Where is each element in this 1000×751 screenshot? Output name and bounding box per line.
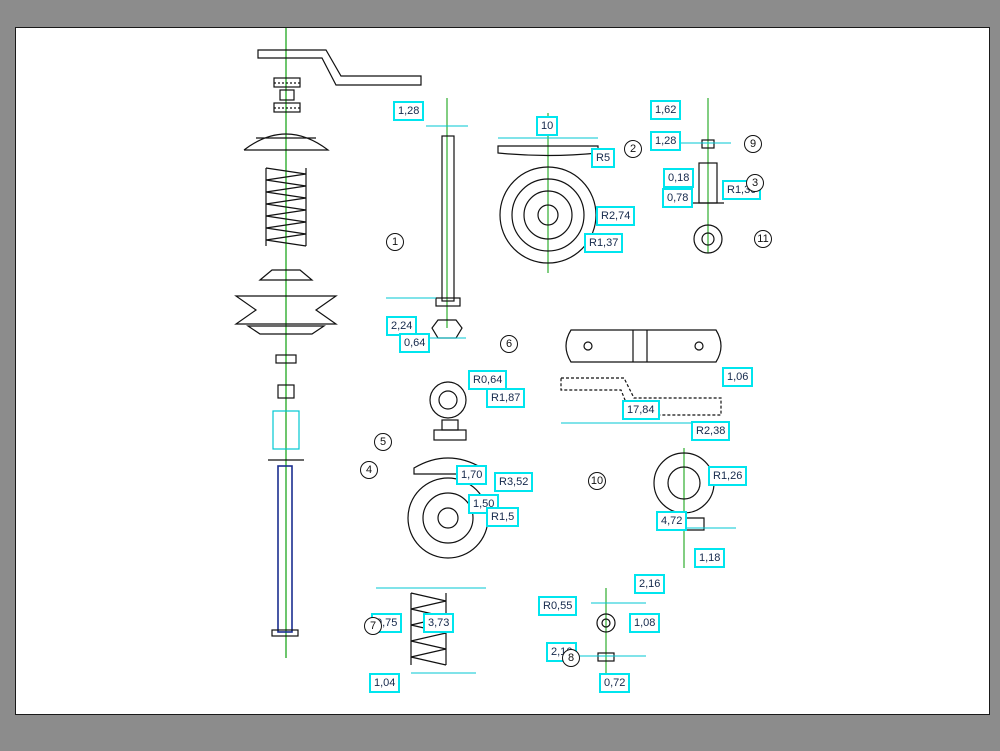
dim-r1-87: R1,87 — [486, 388, 526, 408]
dim-0-78: 0,78 — [662, 188, 694, 208]
upper-cup — [243, 133, 330, 151]
top-bracket — [257, 49, 422, 86]
lower-cup — [258, 269, 314, 281]
drawing-sheet: 1,28 10 R5 R2,74 R1,37 1,62 1,28 R1,30 0… — [15, 27, 990, 715]
dim-3-73: 3,73 — [423, 613, 455, 633]
dim-r0-64: R0,64 — [468, 370, 508, 390]
dim-r1-5: R1,5 — [486, 507, 520, 527]
balloon-2: 2 — [624, 140, 642, 158]
dim-r0-55: R0,55 — [538, 596, 578, 616]
dim-4-72: 4,72 — [656, 511, 688, 531]
dim-2-16-a: 2,16 — [634, 574, 666, 594]
shaft — [277, 465, 293, 633]
balloon-4: 4 — [360, 461, 378, 479]
pulley-wheel — [234, 295, 338, 335]
part-6-link-bar — [560, 329, 722, 416]
dim-r1-26: R1,26 — [708, 466, 748, 486]
dim-17-84: 17,84 — [622, 400, 660, 420]
balloon-7: 7 — [364, 617, 382, 635]
dim-0-72: 0,72 — [599, 673, 631, 693]
dim-1-28-b: 1,28 — [650, 131, 682, 151]
bushing-small — [277, 384, 295, 399]
part-8-nut — [596, 588, 616, 688]
part-1-bolt — [431, 98, 463, 339]
dim-r3-52: R3,52 — [494, 472, 534, 492]
balloon-8: 8 — [562, 649, 580, 667]
parts-3-9-11 — [692, 98, 724, 254]
balloon-11: 11 — [754, 230, 772, 248]
balloon-10: 10 — [588, 472, 606, 490]
dim-r2-74: R2,74 — [596, 206, 636, 226]
dim-0-64: 0,64 — [399, 333, 431, 353]
dim-1-18: 1,18 — [694, 548, 726, 568]
part-2-pulley — [497, 113, 599, 273]
dim-r1-37: R1,37 — [584, 233, 624, 253]
dim-r2-38: R2,38 — [691, 421, 731, 441]
dim-0-18: 0,18 — [663, 168, 695, 188]
balloon-1: 1 — [386, 233, 404, 251]
washer — [275, 354, 297, 364]
balloon-5: 5 — [374, 433, 392, 451]
balloon-6: 6 — [500, 335, 518, 353]
exploded-assembly — [234, 28, 422, 658]
dim-1-28: 1,28 — [393, 101, 425, 121]
shaft-head — [271, 629, 299, 637]
dim-1-62: 1,62 — [650, 100, 682, 120]
balloon-9: 9 — [744, 135, 762, 153]
dim-r5: R5 — [591, 148, 616, 168]
upper-spring — [265, 167, 307, 247]
dim-1-70: 1,70 — [456, 465, 488, 485]
dim-1-06: 1,06 — [722, 367, 754, 387]
assembly-drawing — [234, 28, 736, 688]
dim-10: 10 — [536, 116, 559, 136]
top-nuts — [273, 77, 301, 113]
dim-1-04: 1,04 — [369, 673, 401, 693]
dim-1-08: 1,08 — [629, 613, 661, 633]
balloon-3: 3 — [746, 174, 764, 192]
bushing-long — [272, 410, 300, 450]
